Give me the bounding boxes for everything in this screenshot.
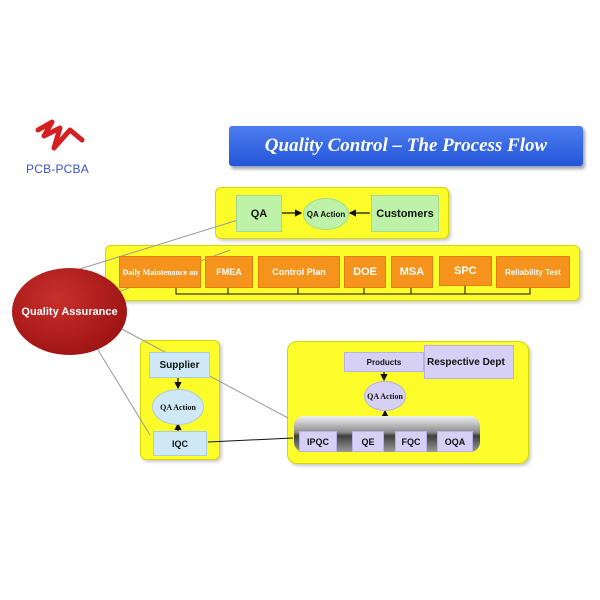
qa-box: QA xyxy=(236,195,282,232)
process-daily-maintenance: Daily Maintenance an xyxy=(119,256,201,288)
iqc-box: IQC xyxy=(153,431,207,456)
supplier-qa-action-oval: QA Action xyxy=(152,389,204,425)
quality-assurance-ellipse: Quality Assurance xyxy=(12,268,127,355)
customers-box: Customers xyxy=(371,195,439,232)
stage-oqa: OQA xyxy=(437,431,473,452)
stage-ipqc: IPQC xyxy=(299,431,337,452)
process-spc: SPC xyxy=(439,256,492,286)
logo-text: PCB-PCBA xyxy=(26,162,89,176)
supplier-box: Supplier xyxy=(149,352,210,378)
production-qa-action-oval: QA Action xyxy=(364,381,406,411)
respective-dept-box: Respective Dept xyxy=(424,345,514,379)
logo-mark-icon xyxy=(35,119,85,151)
process-msa: MSA xyxy=(391,256,433,288)
qa-action-oval: QA Action xyxy=(303,198,349,230)
stage-qe: QE xyxy=(352,431,384,452)
page-title: Quality Control – The Process Flow xyxy=(229,126,583,166)
process-fmea: FMEA xyxy=(205,256,253,288)
process-doe: DOE xyxy=(344,256,386,288)
process-reliability-test: Reliability Test xyxy=(496,256,570,288)
stage-fqc: FQC xyxy=(395,431,427,452)
process-control-plan: Control Plan xyxy=(258,256,340,288)
products-box: Products xyxy=(344,352,424,372)
